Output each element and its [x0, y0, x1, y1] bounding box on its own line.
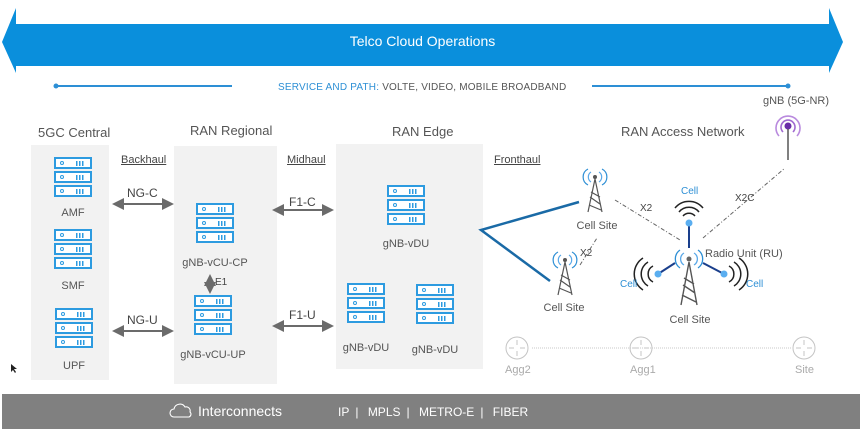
separator: | — [480, 405, 484, 419]
interconnects-title: Interconnects — [198, 403, 283, 419]
service-path-label: SERVICE AND PATH: VOLTE, VIDEO, MOBILE B… — [278, 82, 566, 93]
vdu-main-label: gNB-vDU — [382, 238, 430, 250]
section-ran-access-network: RAN Access Network — [621, 124, 745, 139]
ng-c-label: NG-C — [127, 186, 158, 200]
midhaul-label: Midhaul — [287, 154, 326, 166]
x2-label-top: X2 — [640, 203, 653, 214]
vdu-main-server-icon — [387, 185, 425, 227]
agg2-label: Agg2 — [505, 364, 531, 376]
agg2-router-icon — [505, 336, 529, 360]
vdu-b-server-icon — [416, 284, 454, 326]
upf-server-icon — [55, 308, 93, 350]
cell-site-top-label: Cell Site — [576, 220, 618, 232]
amf-server-icon — [54, 157, 92, 199]
radio-unit-label: Radio Unit (RU) — [705, 248, 783, 260]
f1-u-label: F1-U — [289, 308, 316, 322]
ng-u-label: NG-U — [127, 313, 158, 327]
radio-unit-tower-icon — [654, 219, 728, 306]
cell-tower-bottom-icon — [552, 251, 578, 296]
interconnect-types: IP | MPLS | METRO-E | FIBER — [338, 405, 528, 419]
smf-server-icon — [54, 229, 92, 271]
vdu-a-server-icon — [347, 283, 385, 325]
cell-left-signal-icon — [633, 257, 654, 291]
agg1-router-icon — [629, 336, 653, 360]
x2c-label: X2C — [735, 193, 755, 204]
interconnect-ip: IP — [338, 405, 350, 419]
smf-label: SMF — [61, 280, 85, 292]
service-path-line — [53, 83, 791, 89]
interconnect-fiber: FIBER — [492, 405, 529, 419]
mouse-cursor-icon — [11, 364, 17, 373]
banner-title: Telco Cloud Operations — [349, 33, 496, 49]
e1-label: E1 — [215, 277, 228, 288]
amf-label: AMF — [61, 207, 85, 219]
vcu-up-server-icon — [194, 295, 232, 337]
backhaul-label: Backhaul — [121, 154, 167, 166]
x2-label-bottom: X2 — [580, 248, 593, 259]
interconnect-metro-e: METRO-E — [418, 405, 475, 419]
panel-ran-regional — [174, 146, 277, 384]
interconnects-bar — [2, 394, 860, 429]
vcu-cp-label: gNB-vCU-CP — [182, 257, 248, 269]
separator: | — [406, 405, 410, 419]
x2-link-bottom — [579, 237, 598, 266]
section-ran-edge: RAN Edge — [392, 124, 454, 139]
fronthaul-label: Fronthaul — [494, 154, 541, 166]
site-label: Site — [795, 364, 814, 376]
cell-left-label: Cell — [620, 279, 638, 290]
vcu-cp-server-icon — [196, 203, 234, 245]
vcu-up-label: gNB-vCU-UP — [180, 349, 246, 361]
cloud-icon — [169, 403, 192, 418]
banner-arrow — [2, 8, 843, 73]
cell-top-signal-icon — [674, 200, 704, 217]
x2-link-top — [614, 199, 681, 241]
connections-layer — [112, 167, 792, 349]
agg1-label: Agg1 — [630, 364, 656, 376]
upf-label: UPF — [63, 360, 85, 372]
cell-tower-top-icon — [582, 168, 608, 213]
section-5gc-central: 5GC Central — [38, 125, 111, 140]
cell-right-signal-icon — [728, 257, 749, 291]
interconnect-mpls: MPLS — [367, 405, 401, 419]
f1-c-label: F1-C — [289, 195, 316, 209]
cell-site-ru-label: Cell Site — [669, 314, 711, 326]
section-ran-regional: RAN Regional — [190, 123, 273, 138]
gnb-5g-nr-label: gNB (5G-NR) — [763, 95, 830, 107]
cell-right-label: Cell — [746, 279, 764, 290]
panel-ran-edge — [336, 144, 483, 369]
cell-site-bottom-label: Cell Site — [543, 302, 585, 314]
cell-top-label: Cell — [681, 186, 699, 197]
separator: | — [355, 405, 359, 419]
vdu-a-label: gNB-vDU — [342, 342, 390, 354]
gnb-5g-nr-antenna-icon — [775, 115, 801, 160]
service-key: SERVICE AND PATH: — [278, 82, 380, 93]
site-router-icon — [792, 336, 816, 360]
fronthaul-lines — [478, 200, 580, 283]
service-value: VOLTE, VIDEO, MOBILE BROADBAND — [382, 82, 567, 93]
radio-layer — [505, 115, 816, 360]
telco-cloud-operations-banner — [2, 8, 843, 73]
vdu-b-label: gNB-vDU — [411, 344, 459, 356]
path-endpoint-right — [785, 83, 791, 89]
